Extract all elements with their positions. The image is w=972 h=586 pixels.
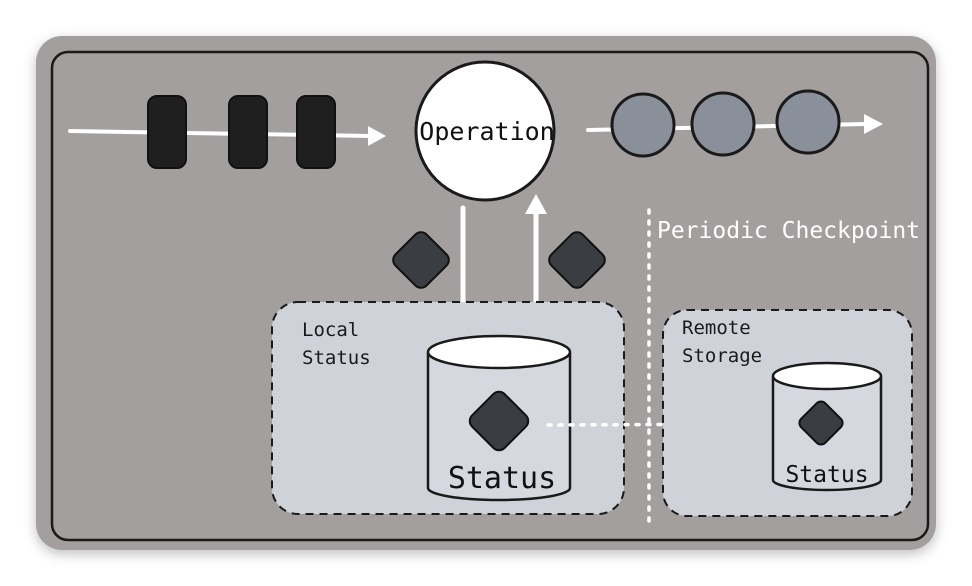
local-db-label: Status [448, 461, 556, 496]
state-token [392, 231, 450, 289]
remote-state-db: Status [771, 361, 883, 492]
state-token [798, 400, 844, 446]
state-token [468, 390, 530, 452]
input-event [228, 95, 268, 169]
input-event [147, 95, 187, 169]
state-token [548, 231, 606, 289]
local-status-title-line2: Status [302, 347, 371, 369]
checkpoint-label: Periodic Checkpoint [657, 218, 920, 244]
local-status-title-line1: Local [302, 319, 359, 341]
output-event [610, 92, 676, 158]
remote-storage-title-line1: Remote [682, 317, 751, 339]
output-event [690, 91, 756, 157]
remote-storage-title-line2: Storage [682, 345, 762, 367]
input-event [296, 95, 336, 169]
remote-db-label: Status [785, 462, 868, 488]
output-event [775, 89, 841, 155]
local-state-db: Status [426, 334, 572, 502]
operation-node: Operation [414, 60, 556, 202]
operation-label: Operation [419, 117, 554, 146]
